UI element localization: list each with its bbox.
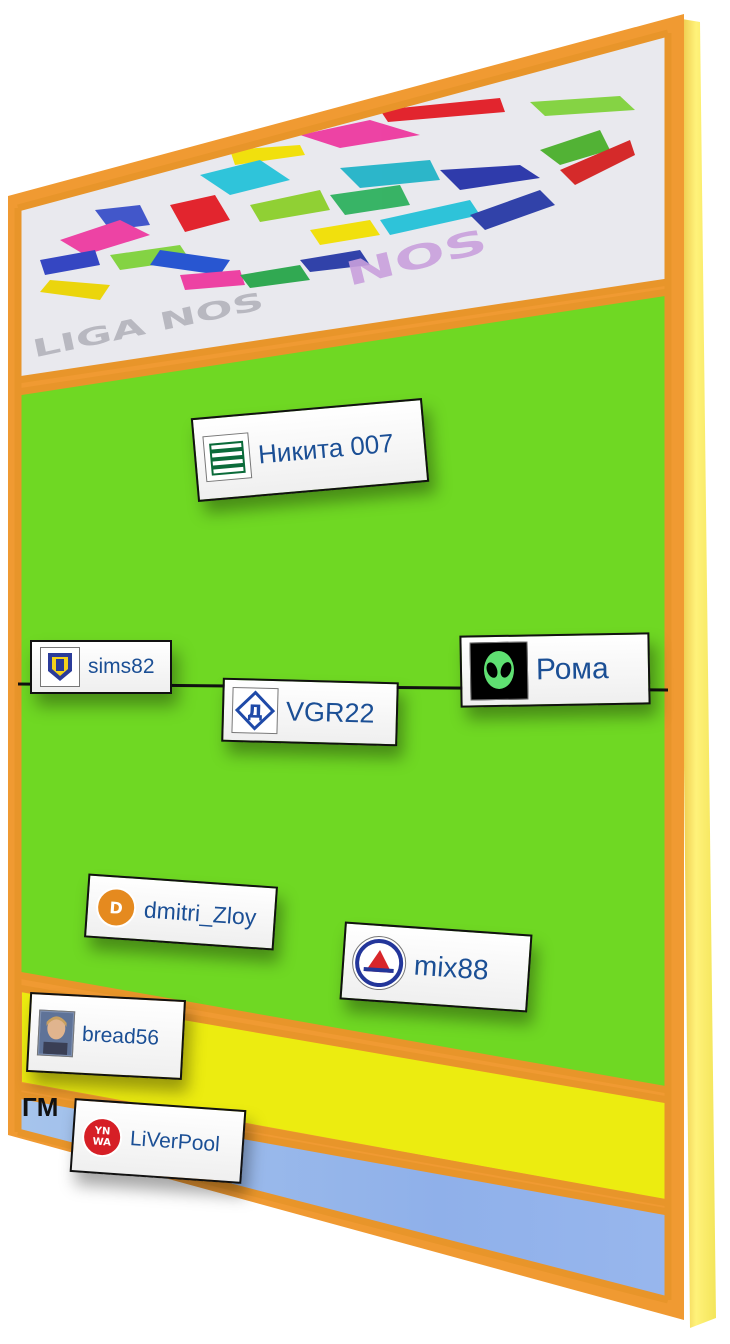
player-card-center[interactable]: Д VGR22 xyxy=(221,677,399,747)
player-name: Никита 007 xyxy=(256,427,395,469)
player-name: mix88 xyxy=(413,949,490,986)
ynwa-badge-icon: YN WA xyxy=(80,1115,124,1159)
gm-card[interactable]: YN WA LiVerPool xyxy=(69,1098,247,1184)
player-name: bread56 xyxy=(81,1022,160,1050)
player-card-bottom-right[interactable]: mix88 xyxy=(339,921,533,1013)
letter-avatar-icon: D xyxy=(94,886,138,929)
gm-label: ГМ xyxy=(22,1092,59,1122)
player-name: sims82 xyxy=(88,655,155,678)
player-card-right[interactable]: Рома xyxy=(459,632,651,708)
player-card-bottom-left[interactable]: D dmitri_Zloy xyxy=(83,873,279,951)
player-name: VGR22 xyxy=(285,695,375,729)
player-card-top[interactable]: Никита 007 xyxy=(190,398,430,502)
player-name: LiVerPool xyxy=(129,1127,221,1157)
portrait-icon xyxy=(36,1009,76,1058)
player-name: dmitri_Zloy xyxy=(143,895,258,930)
dynamo-crest-icon: Д xyxy=(231,686,279,735)
svg-text:Д: Д xyxy=(247,701,264,722)
club-crest-icon xyxy=(40,647,80,687)
striped-jersey-icon xyxy=(202,432,253,483)
player-card-left[interactable]: sims82 xyxy=(30,640,172,694)
substitute-card[interactable]: bread56 xyxy=(26,991,186,1081)
alien-icon xyxy=(469,641,529,701)
player-name: Рома xyxy=(535,652,609,687)
lokomotiv-crest-icon xyxy=(350,934,408,992)
